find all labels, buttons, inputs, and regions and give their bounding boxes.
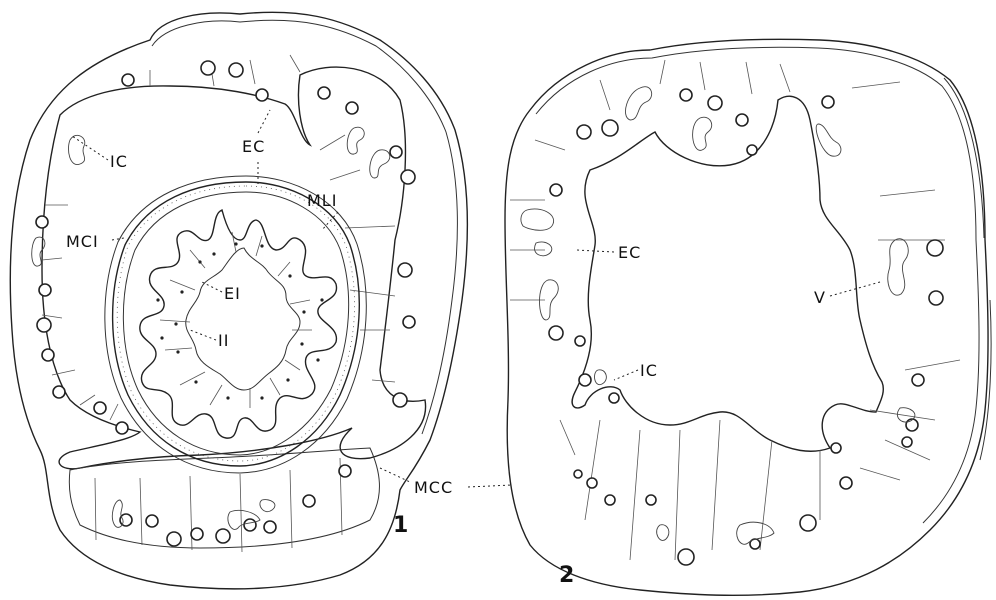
- intestine-stipple: [117, 186, 354, 461]
- label-mci: MCI: [66, 232, 99, 251]
- leader-ec-1b: [258, 110, 270, 133]
- panel-number-2: 2: [559, 563, 574, 588]
- label-mli: MLI: [307, 191, 337, 210]
- label-ei: EI: [224, 284, 241, 303]
- panel-1-nuclei: [36, 61, 415, 546]
- leader-mcc-2: [468, 485, 512, 487]
- label-ic-2: IC: [640, 361, 658, 380]
- panel-2-nuclei: [549, 89, 943, 565]
- panel-1-inclusions: [32, 127, 390, 529]
- leader-ei: [202, 282, 222, 292]
- panel-1-cell-borders: [42, 55, 395, 552]
- panel-2-outer-wall-2: [536, 47, 979, 523]
- panel-number-1: 1: [393, 513, 408, 538]
- intestine-outer-wall: [113, 182, 360, 466]
- leader-ic-1: [72, 136, 108, 160]
- leader-ii: [190, 330, 216, 340]
- intestine-muscle-layer: [123, 192, 348, 455]
- leader-v: [830, 282, 880, 296]
- panel-1-outer-wall-inner: [152, 20, 457, 434]
- leader-ic-2: [614, 370, 638, 380]
- panel-2-outer-wall-3: [944, 78, 991, 460]
- intestine-lumen: [186, 248, 300, 390]
- leader-ec-2: [576, 250, 614, 252]
- panel-2-section: [505, 39, 991, 595]
- label-v: V: [814, 288, 826, 307]
- label-mcc: MCC: [414, 478, 453, 497]
- label-ic-1: IC: [110, 152, 128, 171]
- labels: IC EC MLI MCI EI II MCC EC V IC 1 2: [66, 110, 880, 588]
- intestine-epithelium-folds: [140, 210, 337, 438]
- intestine-nuclei: [156, 242, 323, 399]
- panel-1-intestine: [105, 176, 366, 473]
- label-ec-1: EC: [242, 137, 265, 156]
- intestine-cell-lines: [160, 232, 312, 408]
- leader-mci: [112, 238, 124, 240]
- label-ec-2: EC: [618, 243, 641, 262]
- label-ii: II: [218, 331, 229, 350]
